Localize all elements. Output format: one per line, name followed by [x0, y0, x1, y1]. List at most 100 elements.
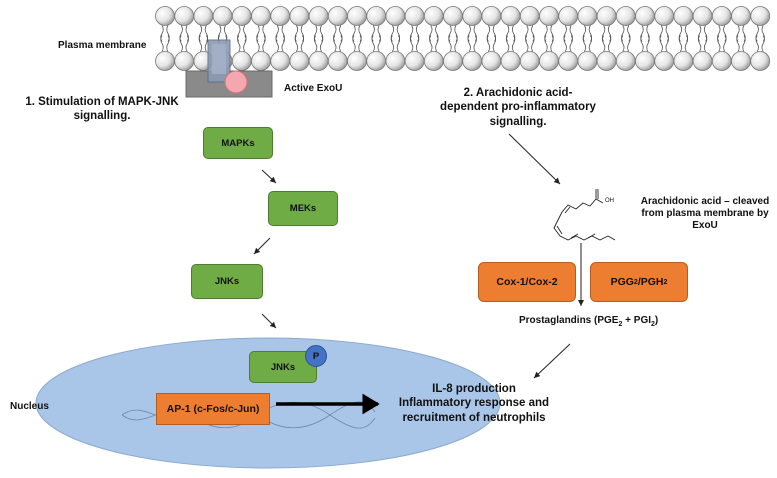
lipid-head	[635, 51, 655, 71]
lipid-tail	[294, 35, 299, 52]
lipid-tail	[243, 35, 247, 52]
lipid-tail	[640, 35, 644, 52]
lipid-head	[577, 6, 598, 26]
lipid-tail	[588, 35, 593, 52]
lipid-head	[711, 51, 732, 71]
lipid-head	[750, 51, 771, 71]
lipid-head	[231, 6, 252, 26]
lipid-head	[174, 51, 195, 71]
lipid-tail	[607, 35, 612, 52]
lipid-tail	[531, 35, 535, 52]
lipid-tail	[525, 35, 529, 52]
lipid-tail	[435, 35, 439, 52]
lipid-head	[251, 51, 271, 71]
lipid-tail	[678, 35, 683, 52]
lipid-head	[615, 6, 636, 26]
lipid-head	[500, 6, 521, 26]
ap1-box: AP-1 (c-Fos/c-Jun)	[156, 393, 270, 425]
lipid-tail	[415, 35, 420, 52]
lipid-tail	[396, 35, 401, 52]
mapks-box: MAPKs	[203, 127, 273, 159]
lipid-head	[635, 6, 655, 26]
lipid-tail	[166, 35, 170, 52]
lipid-tail	[409, 35, 414, 52]
lipid-tail	[659, 35, 663, 52]
pathway2-title-line1: 2. Arachidonic acid-	[463, 87, 573, 99]
lipid-head	[539, 51, 559, 71]
lipid-tail	[492, 35, 497, 52]
lipid-tail	[179, 35, 183, 52]
pgh-prefix: /PGH	[637, 276, 664, 288]
lipid-head	[289, 6, 310, 26]
lipid-head	[251, 6, 271, 26]
cox-box: Cox-1/Cox-2	[478, 262, 576, 302]
lipid-tail	[275, 35, 279, 52]
lipid-head	[711, 6, 732, 26]
pathway2-title-line3: signalling.	[489, 115, 547, 128]
lipid-head	[577, 51, 598, 71]
lipid-tail	[454, 35, 458, 52]
lipid-head	[596, 6, 617, 26]
lipid-tail	[256, 35, 260, 52]
lipid-tail	[198, 35, 203, 52]
lipid-head	[423, 6, 444, 26]
pgg-sub: 2	[633, 278, 638, 286]
lipid-head	[750, 6, 771, 26]
lipid-tail	[755, 35, 759, 52]
lipid-head	[692, 6, 713, 26]
lipid-head	[519, 6, 540, 26]
lipid-head	[366, 6, 387, 26]
outcome-line2: Inflammatory response and	[398, 397, 550, 410]
oh-label: OH	[605, 198, 614, 204]
lipid-head	[385, 51, 406, 71]
lipid-tail	[448, 35, 452, 52]
lipid-tail	[505, 35, 510, 52]
lipid-tail	[601, 35, 606, 52]
outcome-line3: recruitment of neutrophils	[402, 411, 546, 424]
lipid-head	[500, 51, 521, 71]
lipid-head	[692, 51, 713, 71]
pathway1-title-line1: 1. Stimulation of MAPK-JNK	[25, 96, 179, 108]
pathway1-title: 1. Stimulation of MAPK-JNK signalling.	[14, 95, 190, 124]
lipid-tail	[339, 35, 343, 52]
arrow-title2-aa	[508, 133, 561, 185]
lipid-head	[385, 6, 406, 26]
lipid-tail	[262, 35, 266, 52]
lipid-tail	[281, 35, 285, 52]
lipid-tail	[723, 35, 727, 52]
lipid-tail	[486, 35, 491, 52]
lipid-head	[155, 51, 175, 71]
prost-sub1: 2	[618, 321, 623, 328]
plasma-membrane-label: Plasma membrane	[58, 40, 147, 51]
lipid-tail	[467, 35, 471, 52]
lipid-head	[443, 51, 463, 71]
lipid-tail	[665, 35, 669, 52]
nucleus-label: Nucleus	[10, 401, 49, 412]
lipid-head	[731, 6, 751, 26]
arrow-jnk-nucleus	[261, 313, 277, 329]
lipid-head	[462, 51, 483, 71]
pathway2-title: 2. Arachidonic acid- dependent pro-infla…	[428, 86, 608, 129]
lipid-head	[231, 51, 252, 71]
lipid-head	[443, 6, 463, 26]
lipid-head	[155, 6, 175, 26]
lipid-head	[539, 6, 559, 26]
phospho-circle: P	[305, 345, 327, 367]
arachidonic-acid-label: Arachidonic acid – cleaved from plasma m…	[634, 196, 776, 232]
lipid-head	[462, 6, 483, 26]
lipid-tail	[736, 35, 740, 52]
lipid-tail	[544, 35, 548, 52]
prost-mid: + PGI	[622, 315, 651, 326]
lipid-head	[404, 51, 425, 71]
lipid-head	[481, 51, 502, 71]
lipid-head	[327, 6, 348, 26]
lipid-tail	[204, 35, 209, 52]
lipid-head	[270, 6, 291, 26]
pgg-prefix: PGG	[610, 276, 634, 288]
lipid-tail	[429, 35, 433, 52]
lipid-head	[519, 51, 540, 71]
prostaglandins-label: Prostaglandins (PGE2 + PGI2)	[519, 315, 658, 329]
lipid-head	[174, 6, 195, 26]
